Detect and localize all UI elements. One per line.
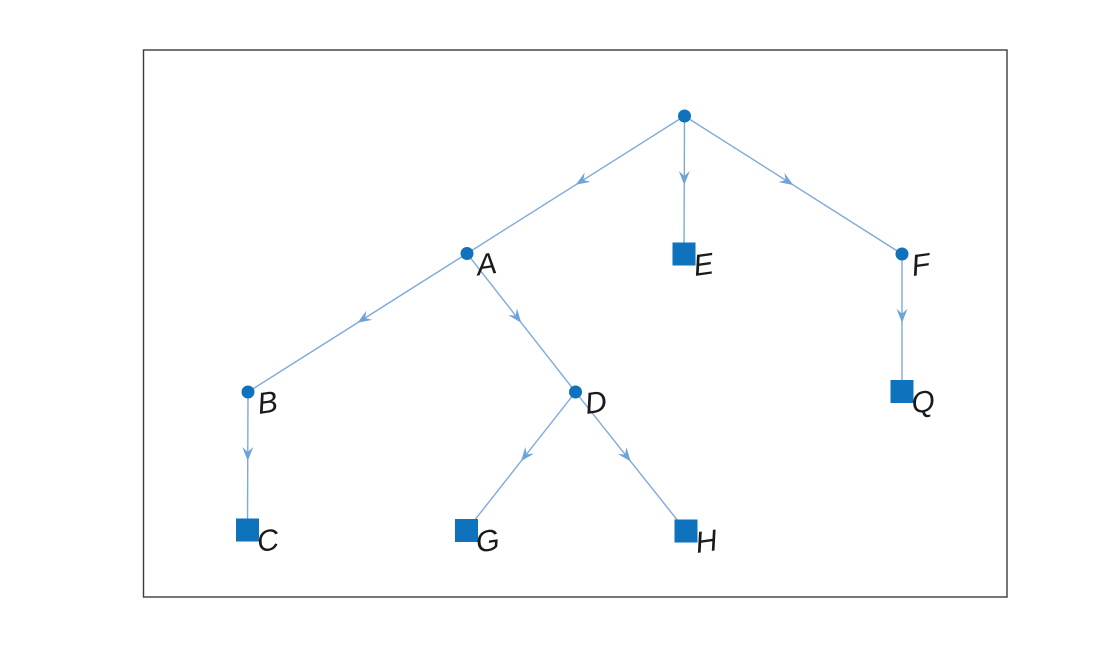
- node-C: [236, 518, 259, 542]
- node-label-B: B: [255, 385, 279, 420]
- arrowhead-D-H: [617, 447, 631, 462]
- node-F: [895, 247, 909, 261]
- arrowhead-F-Q: [896, 308, 908, 323]
- arrowhead-A-B: [357, 310, 373, 323]
- arrowhead-root-A: [575, 172, 591, 185]
- arrowhead-A-D: [508, 308, 522, 323]
- node-root: [678, 109, 691, 123]
- node-A: [460, 247, 474, 260]
- node-label-G: G: [474, 524, 502, 560]
- node-label-C: C: [255, 523, 281, 559]
- arrowhead-B-C: [242, 446, 254, 461]
- node-label-D: D: [583, 385, 609, 421]
- node-E: [672, 242, 696, 266]
- axes-box: [142, 49, 1008, 598]
- node-label-E: E: [691, 247, 716, 283]
- arrowhead-root-F: [778, 172, 794, 185]
- node-D: [569, 385, 582, 399]
- node-label-Q: Q: [909, 385, 937, 421]
- node-label-A: A: [472, 247, 498, 283]
- node-G: [455, 519, 478, 542]
- arrowhead-D-G: [521, 446, 534, 462]
- node-label-H: H: [693, 524, 719, 560]
- node-B: [241, 385, 255, 399]
- edge-root-E: [683, 115, 686, 255]
- node-Q: [890, 380, 914, 403]
- node-H: [674, 519, 698, 543]
- node-label-F: F: [909, 247, 933, 282]
- arrowhead-root-E: [678, 170, 690, 185]
